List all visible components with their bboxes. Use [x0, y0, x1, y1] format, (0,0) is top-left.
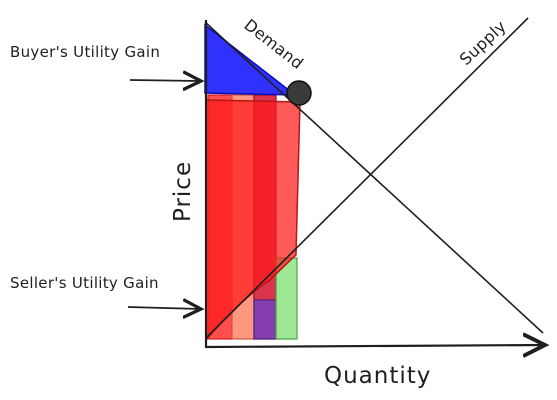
seller-utility-gain-label: Seller's Utility Gain	[10, 274, 159, 292]
supply-curve-line	[205, 17, 529, 339]
seller-gain-arrow	[127, 307, 201, 309]
buyer-gain-arrow	[129, 80, 201, 81]
quantity-axis-line	[205, 345, 545, 347]
supply-curve-label: Supply	[456, 17, 510, 69]
buyer-utility-gain-label: Buyer's Utility Gain	[10, 43, 160, 61]
price-axis-label: Price	[170, 161, 196, 222]
bar-purple	[253, 299, 277, 340]
quantity-axis-label: Quantity	[324, 363, 431, 389]
demand-curve-line	[204, 21, 544, 334]
price-point-marker	[286, 80, 312, 106]
